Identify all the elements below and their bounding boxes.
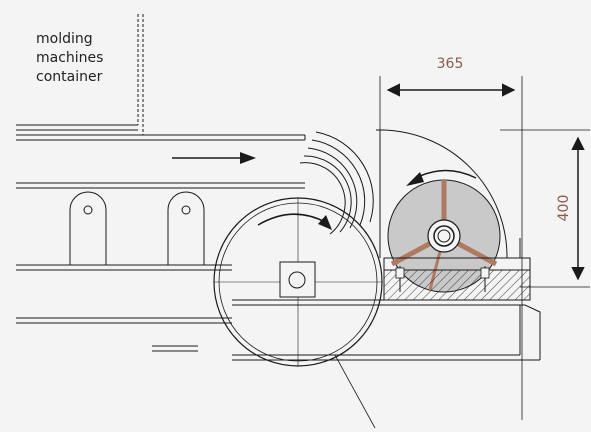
- container-label-line-1: molding: [36, 31, 93, 47]
- container-label-line-3: container: [36, 69, 103, 85]
- conveyor-belt: [16, 182, 305, 189]
- container-wall: [137, 14, 144, 135]
- machine-frame: [16, 264, 541, 361]
- cutter-rotation-arrow: [406, 169, 477, 186]
- width-dimension-label: 365: [437, 56, 464, 72]
- flow-direction-arrow: [172, 152, 256, 164]
- container-label: molding machines container: [36, 31, 103, 85]
- drum-wheel: [213, 197, 383, 367]
- width-dimension: 365: [379, 56, 523, 420]
- cutter-disc: [387, 179, 501, 293]
- upper-feed-plate: [16, 124, 306, 141]
- support-roller-right: [167, 191, 205, 265]
- mounting-base: [383, 257, 531, 301]
- drum-rotation-arrow: [257, 213, 332, 230]
- container-label-line-2: machines: [36, 50, 103, 66]
- leader-line: [334, 354, 376, 429]
- spray-arcs: [299, 131, 374, 235]
- height-dimension-label: 400: [556, 195, 572, 222]
- height-dimension: 400: [500, 129, 590, 288]
- support-roller-left: [69, 191, 107, 265]
